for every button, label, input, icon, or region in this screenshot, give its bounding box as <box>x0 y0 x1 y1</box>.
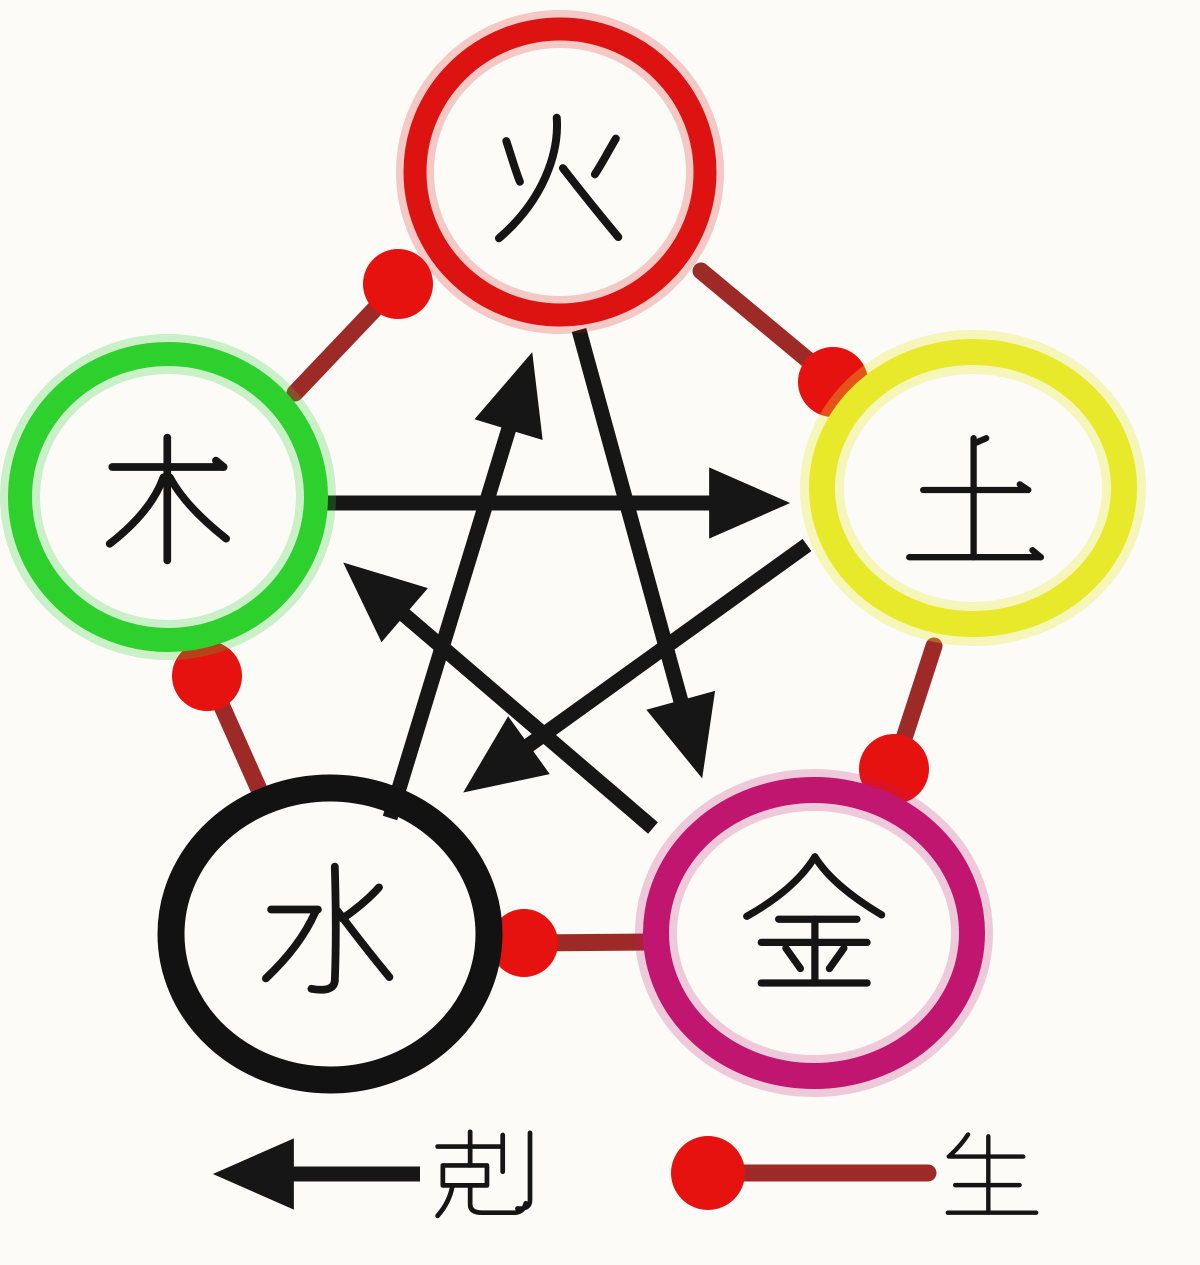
wood-character <box>105 433 230 565</box>
arrow-water-overcomes-fire <box>382 352 543 821</box>
link-wood-generates-fire <box>286 284 399 402</box>
node-wood: 木 <box>0 334 336 660</box>
link-fire-generates-earth <box>692 262 835 384</box>
generating-cycle-dots <box>172 249 929 977</box>
generating-cycle-links <box>203 262 943 952</box>
legend-overcoming: 剋 <box>212 1129 533 1219</box>
earth-ring <box>800 330 1146 646</box>
dot-metal-end <box>859 734 929 804</box>
node-metal: 金 <box>635 769 993 1097</box>
dot-water-end <box>490 909 558 977</box>
node-earth: 土 <box>800 330 1146 646</box>
dot-wood-end <box>172 641 242 711</box>
legend-generating-dot <box>671 1136 745 1210</box>
overcoming-cycle-arrows <box>325 328 812 834</box>
arrow-metal-overcomes-wood <box>343 562 658 834</box>
fire-character <box>494 113 623 243</box>
node-fire: 火 <box>396 10 724 334</box>
metal-character <box>743 853 886 987</box>
overcoming-character <box>435 1129 533 1219</box>
metal-ring <box>635 769 993 1097</box>
dot-fire-end <box>363 249 433 319</box>
node-water: 水 <box>157 774 503 1094</box>
wood-ring <box>0 334 336 660</box>
water-ring <box>157 774 503 1094</box>
earth-character <box>906 435 1044 561</box>
legend-generating: 生 <box>671 1132 1039 1215</box>
arrow-earth-overcomes-water <box>463 538 812 793</box>
water-character <box>262 862 394 994</box>
fire-ring <box>396 10 724 334</box>
generating-character <box>945 1132 1039 1215</box>
